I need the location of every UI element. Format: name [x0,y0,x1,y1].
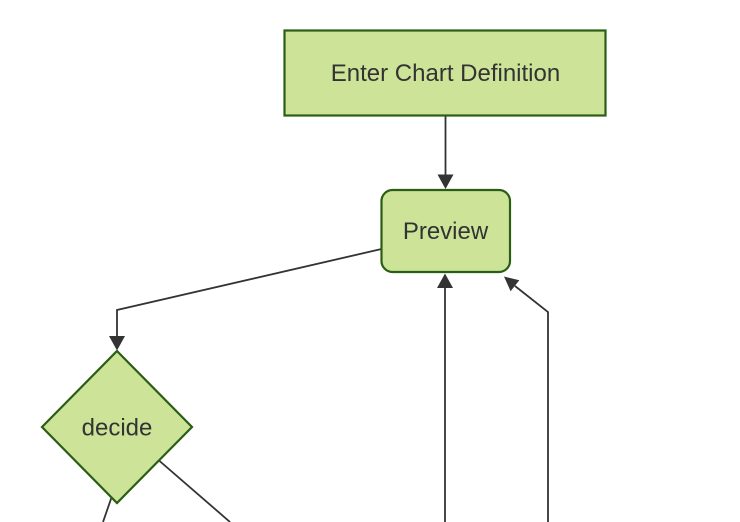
node-enter-chart-definition-label: Enter Chart Definition [331,60,560,87]
edge-preview-to-decide [116,248,382,338]
arrowhead-offscreen-to-preview-center [437,273,453,288]
arrowhead-offscreen-to-preview-corner [504,276,520,292]
node-decide-shape [40,349,194,505]
arrowhead-enter-to-preview [437,174,454,189]
node-enter-chart-definition-shape [283,29,607,117]
edge-offscreen-to-preview-corner [514,285,549,522]
node-enter-chart-definition: Enter Chart Definition [283,29,607,117]
node-decide: decide [40,349,194,505]
node-decide-label: decide [82,415,153,442]
edge-decide-to-offscreen-right [158,459,231,522]
node-preview: Preview [380,188,512,274]
node-preview-label: Preview [403,218,489,245]
arrowhead-preview-to-decide [109,336,125,351]
edge-decide-to-offscreen-left [102,497,113,522]
node-preview-shape [380,188,512,274]
